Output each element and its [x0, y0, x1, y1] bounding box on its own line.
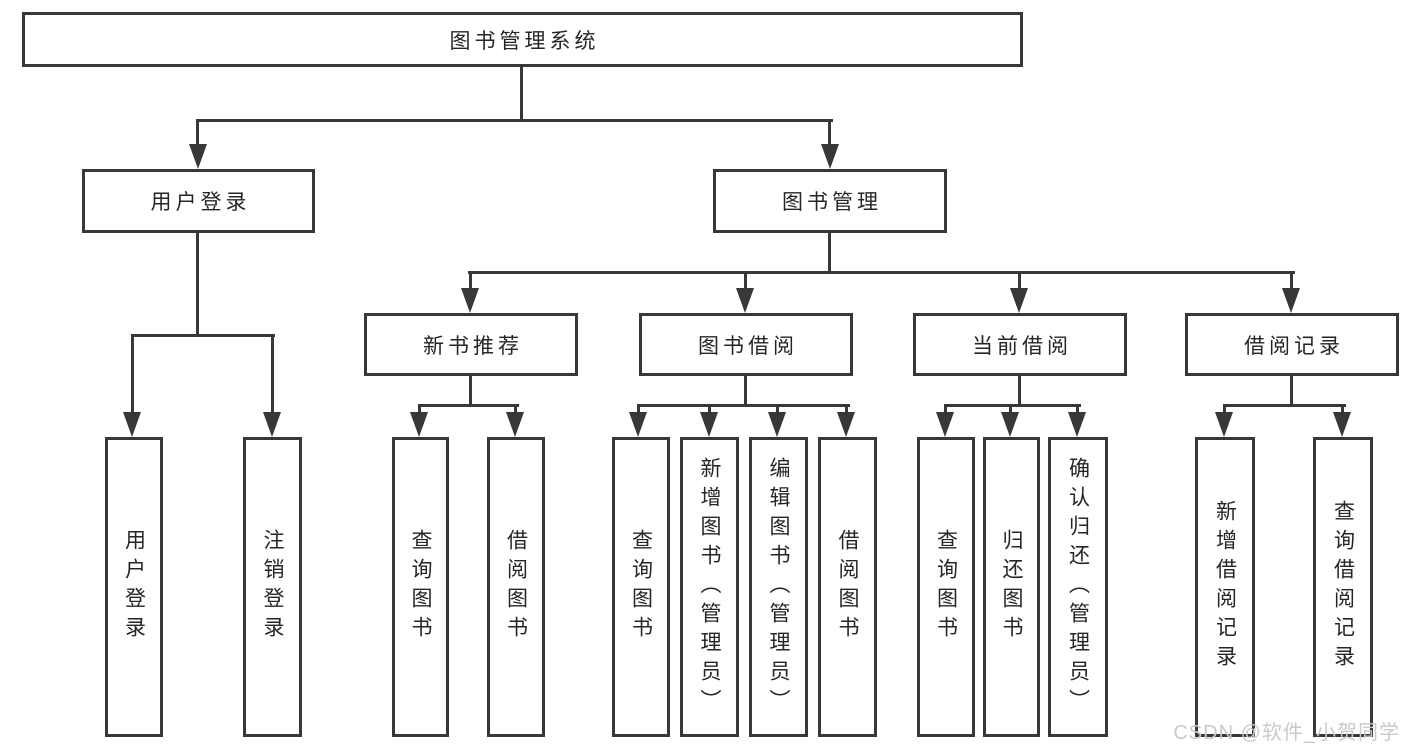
node-leaf-nb-query-label: 查询图书	[409, 529, 432, 645]
connector-stem-leaf-logout	[271, 334, 274, 416]
connector-stem-borrowrecord	[1290, 271, 1293, 293]
node-book-borrow-label: 图书借阅	[698, 334, 798, 358]
node-leaf-nb-borrow: 借阅图书	[487, 437, 545, 737]
connector-stem-bb-query	[637, 404, 640, 416]
arrowhead-leaf-bb-query	[629, 412, 647, 437]
node-root-label: 图书管理系统	[449, 29, 600, 53]
node-current-borrow-label: 当前借阅	[972, 334, 1072, 358]
arrowhead-newbook	[461, 288, 479, 313]
node-leaf-bb-query: 查询图书	[612, 437, 670, 737]
node-leaf-user-login: 用户登录	[105, 437, 163, 737]
connector-root-split	[196, 119, 833, 122]
node-new-book: 新书推荐	[364, 313, 578, 376]
node-leaf-bb-borrow-label: 借阅图书	[836, 529, 859, 645]
node-book-mgmt: 图书管理	[713, 169, 947, 233]
node-leaf-logout-label: 注销登录	[261, 529, 284, 645]
arrowhead-leaf-bb-add	[700, 412, 718, 437]
arrowhead-leaf-logout	[263, 412, 281, 437]
node-leaf-cb-return-label: 归还图书	[1000, 529, 1023, 645]
arrowhead-book-mgmt	[821, 144, 839, 169]
node-root: 图书管理系统	[22, 12, 1023, 67]
connector-currentborrow-stem2	[1018, 376, 1021, 407]
arrowhead-currentborrow	[1010, 288, 1028, 313]
connector-newbook-stem2	[469, 376, 472, 407]
connector-bookborrow-stem2	[744, 376, 747, 407]
node-leaf-br-query: 查询借阅记录	[1313, 437, 1373, 737]
node-leaf-nb-query: 查询图书	[392, 437, 449, 737]
node-leaf-cb-confirm: 确认归还（管理员）	[1048, 437, 1108, 737]
node-book-mgmt-label: 图书管理	[782, 191, 882, 214]
connector-stem-currentborrow	[1018, 271, 1021, 293]
node-leaf-br-add: 新增借阅记录	[1195, 437, 1255, 737]
connector-bookmgmt-stem	[828, 233, 831, 274]
connector-root-stem	[520, 67, 523, 122]
connector-stem-nb-borrow	[514, 404, 517, 416]
node-leaf-bb-add: 新增图书（管理员）	[680, 437, 739, 737]
connector-userlogin-stem	[196, 233, 199, 337]
arrowhead-leaf-nb-query	[410, 412, 428, 437]
node-leaf-cb-query-label: 查询图书	[934, 529, 958, 645]
node-borrow-record-label: 借阅记录	[1244, 334, 1344, 358]
node-leaf-nb-borrow-label: 借阅图书	[504, 529, 528, 645]
connector-bookmgmt-split	[468, 271, 1295, 274]
arrowhead-leaf-nb-borrow	[506, 412, 524, 437]
node-leaf-br-query-label: 查询借阅记录	[1331, 500, 1355, 674]
connector-stem-bb-edit	[776, 404, 779, 416]
node-leaf-br-add-label: 新增借阅记录	[1213, 500, 1237, 674]
connector-currentborrow-split	[944, 404, 1081, 407]
node-leaf-bb-borrow: 借阅图书	[818, 437, 877, 737]
node-leaf-bb-query-label: 查询图书	[629, 529, 653, 645]
node-current-borrow: 当前借阅	[913, 313, 1127, 376]
arrowhead-leaf-br-query	[1333, 412, 1351, 437]
node-leaf-cb-query: 查询图书	[917, 437, 975, 737]
arrowhead-borrowrecord	[1282, 288, 1300, 313]
connector-borrowrecord-stem2	[1290, 376, 1293, 407]
arrowhead-leaf-bb-edit	[768, 412, 786, 437]
arrowhead-leaf-cb-return	[1001, 412, 1019, 437]
connector-borrowrecord-split	[1223, 404, 1346, 407]
arrowhead-bookborrow	[736, 288, 754, 313]
connector-newbook-split	[418, 404, 519, 407]
node-borrow-record: 借阅记录	[1185, 313, 1399, 376]
node-user-login: 用户登录	[82, 169, 315, 233]
connector-stem-cb-query	[944, 404, 947, 416]
arrowhead-leaf-bb-borrow	[837, 412, 855, 437]
node-leaf-bb-edit: 编辑图书（管理员）	[749, 437, 808, 737]
connector-stem-user-login	[196, 119, 199, 149]
csdn-watermark: CSDN @软件_小贺同学	[1173, 722, 1400, 744]
connector-stem-bb-borrow	[845, 404, 848, 416]
node-leaf-bb-add-label: 新增图书（管理员）	[698, 456, 721, 718]
node-user-login-label: 用户登录	[150, 191, 251, 214]
connector-stem-br-query	[1341, 404, 1344, 416]
connector-stem-newbook	[469, 271, 472, 293]
arrowhead-leaf-cb-confirm	[1068, 412, 1086, 437]
arrowhead-leaf-br-add	[1215, 412, 1233, 437]
node-book-borrow: 图书借阅	[639, 313, 853, 376]
node-leaf-user-login-label: 用户登录	[122, 529, 146, 645]
connector-bookborrow-split	[637, 404, 850, 407]
connector-stem-br-add	[1223, 404, 1226, 416]
arrowhead-user-login	[189, 144, 207, 169]
connector-stem-bookborrow	[744, 271, 747, 293]
node-leaf-bb-edit-label: 编辑图书（管理员）	[767, 456, 790, 718]
connector-stem-leaf-userlogin	[131, 334, 134, 416]
connector-stem-cb-return	[1009, 404, 1012, 416]
connector-stem-cb-confirm	[1076, 404, 1079, 416]
connector-stem-nb-query	[418, 404, 421, 416]
connector-stem-bb-add	[708, 404, 711, 416]
node-leaf-cb-return: 归还图书	[983, 437, 1040, 737]
connector-userlogin-split	[131, 334, 275, 337]
node-new-book-label: 新书推荐	[423, 334, 523, 358]
node-leaf-cb-confirm-label: 确认归还（管理员）	[1066, 456, 1090, 718]
connector-stem-book-mgmt	[828, 119, 831, 149]
arrowhead-leaf-userlogin	[123, 412, 141, 437]
node-leaf-logout: 注销登录	[243, 437, 302, 737]
arrowhead-leaf-cb-query	[936, 412, 954, 437]
